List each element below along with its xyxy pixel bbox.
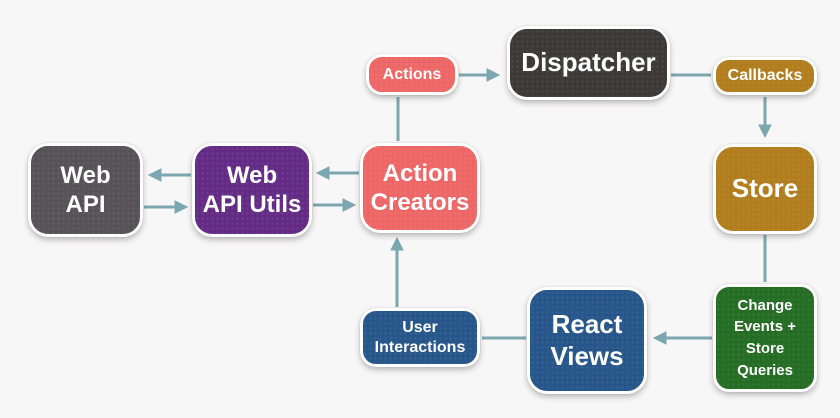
- node-change-events-store-queries: Change Events + Store Queries: [713, 284, 817, 392]
- node-dispatcher: Dispatcher: [507, 26, 670, 100]
- node-action-creators: Action Creators: [360, 143, 480, 233]
- node-user-interactions: User Interactions: [360, 308, 480, 367]
- node-actions: Actions: [366, 54, 458, 95]
- node-store: Store: [713, 144, 817, 234]
- node-callbacks: Callbacks: [713, 57, 817, 95]
- node-web-api-utils: Web API Utils: [192, 143, 312, 237]
- node-react-views: React Views: [527, 287, 647, 394]
- node-web-api: Web API: [28, 143, 143, 237]
